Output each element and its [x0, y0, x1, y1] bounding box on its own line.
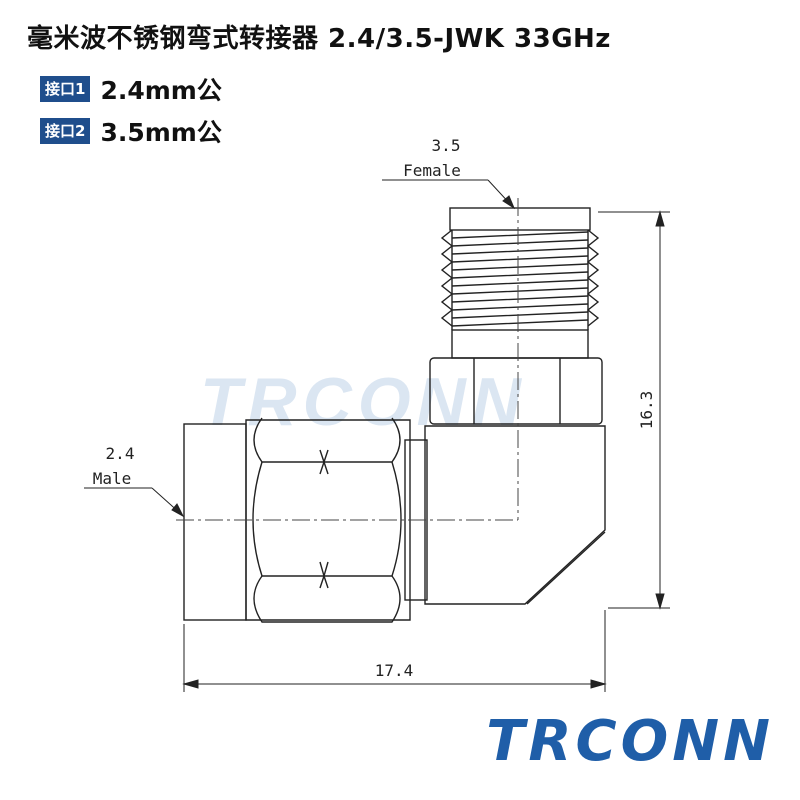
female-thread-section — [440, 207, 600, 359]
port-badge: 接口1 — [40, 76, 91, 102]
male-callout-size: 2.4 — [106, 444, 135, 463]
watermark-logo: TRCONN — [200, 364, 527, 440]
width-dimension — [182, 610, 607, 692]
port-row-2: 接口2 3.5mm公 — [40, 116, 222, 147]
page-title: 毫米波不锈钢弯式转接器 2.4/3.5-JWK 33GHz — [27, 24, 611, 54]
female-hex-nut — [429, 357, 603, 425]
female-callout-type: Female — [403, 161, 461, 180]
female-callout-leader — [382, 179, 516, 210]
port-value: 2.4mm公 — [100, 76, 222, 105]
width-dimension-label: 17.4 — [375, 661, 414, 680]
port-row-1: 接口1 2.4mm公 — [40, 74, 222, 105]
male-callout-leader — [84, 487, 185, 518]
brand-logo: TRCONN — [486, 709, 774, 774]
height-dimension — [598, 210, 670, 610]
elbow-body — [424, 425, 606, 605]
centerlines — [176, 198, 519, 521]
port-badge: 接口2 — [40, 118, 91, 144]
female-callout-size: 3.5 — [432, 136, 461, 155]
port-value: 3.5mm公 — [100, 118, 222, 147]
male-coupling-nut — [183, 417, 428, 623]
male-callout-type: Male — [93, 469, 132, 488]
height-dimension-label: 16.3 — [637, 391, 656, 430]
